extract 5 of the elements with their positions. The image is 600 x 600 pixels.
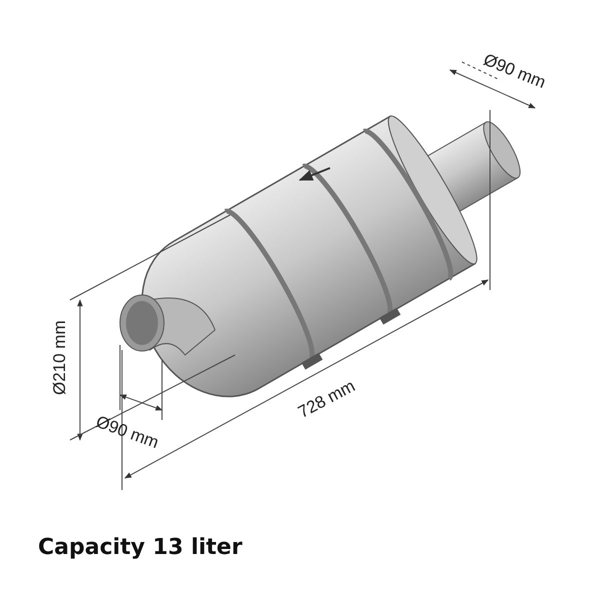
caption-text: Capacity 13 liter bbox=[38, 535, 242, 560]
dimension-label: Ø90 mm bbox=[480, 50, 548, 93]
dimension-label: 728 mm bbox=[295, 376, 359, 423]
dimension-label: Ø90 mm bbox=[93, 412, 162, 454]
dimension-label: Ø210 mm bbox=[50, 320, 70, 395]
